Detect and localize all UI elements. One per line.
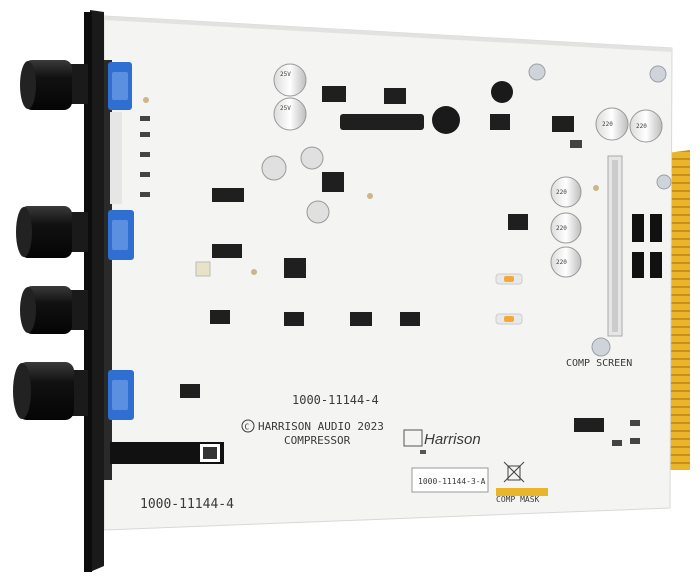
cap: 25V: [273, 63, 307, 97]
cap: [491, 81, 513, 103]
relay: [340, 114, 424, 130]
svg-text:220: 220: [556, 189, 567, 196]
ic: [212, 244, 242, 258]
screw: [656, 174, 672, 190]
screw: [649, 65, 667, 83]
ic: [384, 88, 406, 104]
svg-text:220: 220: [636, 123, 647, 130]
weee-bin-icon: [503, 461, 525, 483]
brand-logo: Harrison: [424, 431, 481, 448]
cap: 220: [595, 107, 629, 141]
svg-text:25V: 25V: [280, 71, 291, 78]
product-name: COMPRESSOR: [284, 434, 351, 447]
copyright-line: HARRISON AUDIO 2023: [258, 420, 384, 433]
small-components: [140, 97, 640, 454]
ic: [350, 312, 372, 326]
ic: [574, 418, 604, 432]
barcode-strip: [110, 442, 224, 464]
cap: [306, 200, 330, 224]
ic: [284, 312, 304, 326]
part-number-center: 1000-11144-4: [292, 393, 379, 407]
cap: [432, 106, 460, 134]
connector-cr: [632, 214, 662, 278]
svg-text:220: 220: [556, 225, 567, 232]
svg-text:25V: 25V: [280, 105, 291, 112]
comp-mask-label: COMP MASK: [496, 495, 540, 504]
cap: [300, 146, 324, 170]
cap: [261, 155, 287, 181]
cap: 220: [629, 109, 663, 143]
screw: [591, 337, 611, 357]
ic: [400, 312, 420, 326]
cap: 25V: [273, 97, 307, 131]
ic: [322, 172, 344, 192]
knob-3: [20, 286, 88, 334]
pin-header: [110, 112, 122, 204]
ic: [508, 214, 528, 230]
screw: [528, 63, 546, 81]
silkscreen: 1000-11144-4 C HARRISON AUDIO 2023 COMPR…: [140, 358, 632, 512]
ic: [284, 258, 306, 278]
svg-text:220: 220: [556, 259, 567, 266]
knob-1: [20, 60, 88, 110]
integrated-circuits: [180, 86, 604, 432]
pcb-board: [103, 15, 673, 531]
mounting-screws: [528, 63, 672, 357]
knob-4: [13, 362, 88, 420]
svg-text:C: C: [245, 423, 250, 432]
cap: 220: [550, 212, 582, 244]
ic: [210, 310, 230, 324]
control-knobs: [13, 60, 88, 420]
copyright-symbol: [241, 419, 255, 433]
ic: [552, 116, 574, 132]
cap: 220: [550, 246, 582, 278]
ic: [322, 86, 346, 102]
ic: [180, 384, 200, 398]
ic: [212, 188, 244, 202]
svg-text:220: 220: [602, 121, 613, 128]
potentiometers: [108, 62, 134, 420]
comp-screen-label: COMP SCREEN: [566, 358, 632, 369]
cap: 220: [550, 176, 582, 208]
part-number-bottom: 1000-11144-4: [140, 497, 234, 512]
electrolytic-capacitors: 25V 25V 220 220 220 220 220: [261, 63, 663, 278]
knob-2: [16, 206, 88, 258]
ic: [490, 114, 510, 130]
label-sticker: [411, 467, 489, 493]
trimmer: [195, 261, 211, 277]
connector-j3: [607, 155, 623, 337]
comp-mask-underline: [496, 488, 548, 496]
svg-text:1000-11144-3-A: 1000-11144-3-A: [418, 477, 486, 486]
